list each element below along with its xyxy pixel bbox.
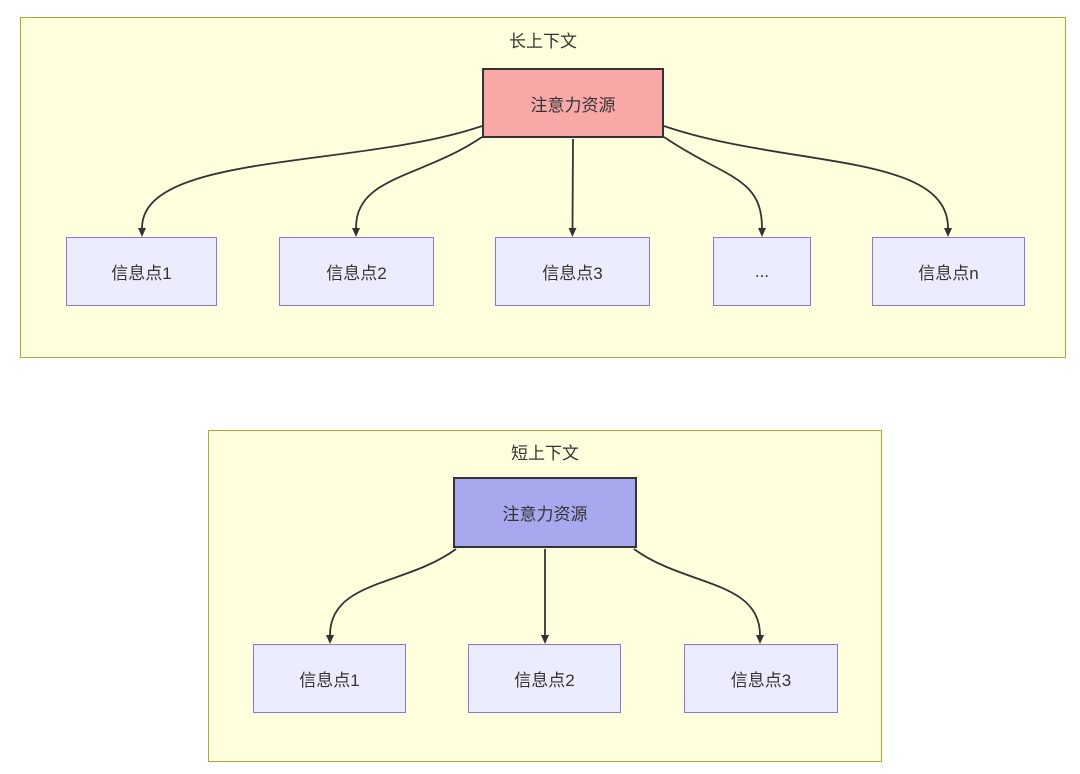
long-info-node-ellipsis: ... xyxy=(713,237,811,306)
short-context-title: 短上下文 xyxy=(511,444,579,463)
long-context-title: 长上下文 xyxy=(509,32,577,51)
short-info-node-1: 信息点1 xyxy=(253,644,406,713)
long-info-node-2: 信息点2 xyxy=(279,237,434,306)
long-attention-node: 注意力资源 xyxy=(482,68,664,138)
long-info-node-n: 信息点n xyxy=(872,237,1025,306)
short-attention-node: 注意力资源 xyxy=(453,477,637,548)
long-info-node-1: 信息点1 xyxy=(66,237,217,306)
long-info-node-3: 信息点3 xyxy=(495,237,650,306)
short-info-node-3: 信息点3 xyxy=(684,644,838,713)
short-info-node-2: 信息点2 xyxy=(468,644,621,713)
